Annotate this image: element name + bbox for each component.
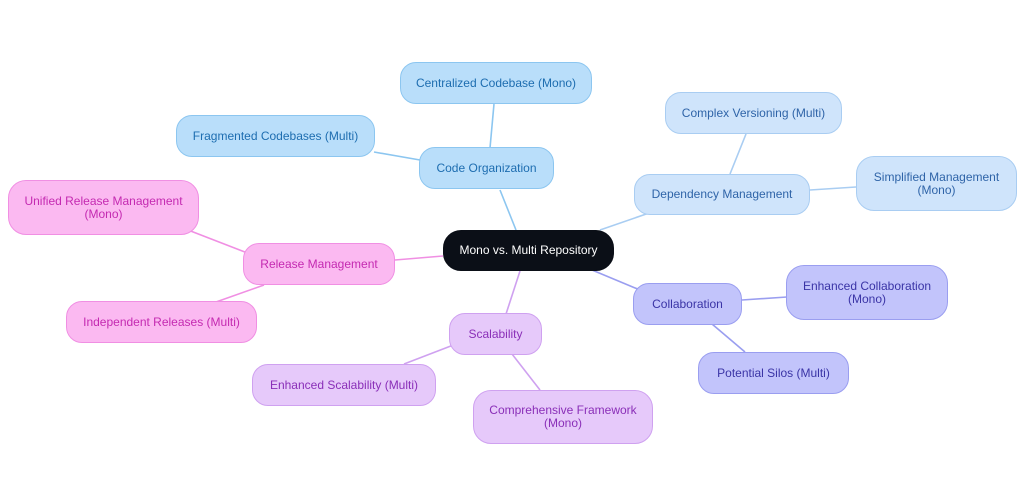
leaf-centralized-codebase-label: Centralized Codebase (Mono) — [415, 75, 577, 90]
leaf-potential-silos-label: Potential Silos (Multi) — [717, 365, 830, 380]
branch-scalability: Scalability — [449, 313, 542, 355]
branch-dependency-management: Dependency Management — [634, 174, 810, 215]
edge-collab-silos — [711, 323, 746, 353]
leaf-enhanced-scalability: Enhanced Scalability (Multi) — [252, 364, 436, 406]
leaf-comprehensive-framework: Comprehensive Framework (Mono) — [473, 390, 653, 444]
edge-release-unified — [187, 229, 251, 255]
leaf-centralized-codebase: Centralized Codebase (Mono) — [400, 62, 592, 104]
edge-root-release-management — [394, 255, 444, 261]
edge-collab-enhanced — [741, 296, 788, 301]
leaf-complex-versioning: Complex Versioning (Multi) — [665, 92, 842, 134]
branch-code-organization-label: Code Organization — [436, 160, 537, 175]
leaf-unified-release-management-label: Unified Release Management (Mono) — [24, 193, 183, 221]
leaf-potential-silos: Potential Silos (Multi) — [698, 352, 849, 394]
edge-dep-complex-versioning — [729, 133, 747, 175]
leaf-fragmented-codebases: Fragmented Codebases (Multi) — [176, 115, 375, 157]
edge-root-scalability — [505, 270, 521, 315]
edge-code-centralized — [489, 103, 495, 149]
leaf-enhanced-scalability-label: Enhanced Scalability (Multi) — [269, 377, 419, 392]
branch-collaboration-label: Collaboration — [652, 296, 723, 311]
branch-code-organization: Code Organization — [419, 147, 554, 189]
branch-scalability-label: Scalability — [468, 326, 523, 341]
branch-dependency-management-label: Dependency Management — [651, 187, 793, 201]
branch-release-management: Release Management — [243, 243, 395, 285]
edge-code-fragmented — [373, 151, 421, 161]
leaf-enhanced-collaboration-label: Enhanced Collaboration (Mono) — [802, 278, 932, 306]
branch-collaboration: Collaboration — [633, 283, 742, 325]
edge-scale-comprehensive — [511, 353, 541, 391]
edge-release-independent — [215, 284, 265, 303]
edge-scale-enhanced — [403, 343, 457, 365]
leaf-complex-versioning-label: Complex Versioning (Multi) — [681, 105, 826, 120]
leaf-simplified-management: Simplified Management (Mono) — [856, 156, 1017, 211]
edge-root-collaboration — [591, 269, 641, 291]
root-label: Mono vs. Multi Repository — [459, 243, 598, 257]
leaf-fragmented-codebases-label: Fragmented Codebases (Multi) — [192, 128, 359, 143]
root-node: Mono vs. Multi Repository — [443, 230, 614, 271]
leaf-unified-release-management: Unified Release Management (Mono) — [8, 180, 199, 235]
leaf-simplified-management-label: Simplified Management (Mono) — [873, 169, 1000, 197]
leaf-independent-releases-label: Independent Releases (Multi) — [83, 314, 240, 329]
leaf-independent-releases: Independent Releases (Multi) — [66, 301, 257, 343]
edge-root-dependency-management — [599, 211, 653, 231]
leaf-comprehensive-framework-label: Comprehensive Framework (Mono) — [489, 403, 637, 430]
edge-dep-simplified — [809, 186, 857, 191]
leaf-enhanced-collaboration: Enhanced Collaboration (Mono) — [786, 265, 948, 320]
edge-root-code-organization — [499, 189, 517, 231]
branch-release-management-label: Release Management — [260, 256, 378, 271]
